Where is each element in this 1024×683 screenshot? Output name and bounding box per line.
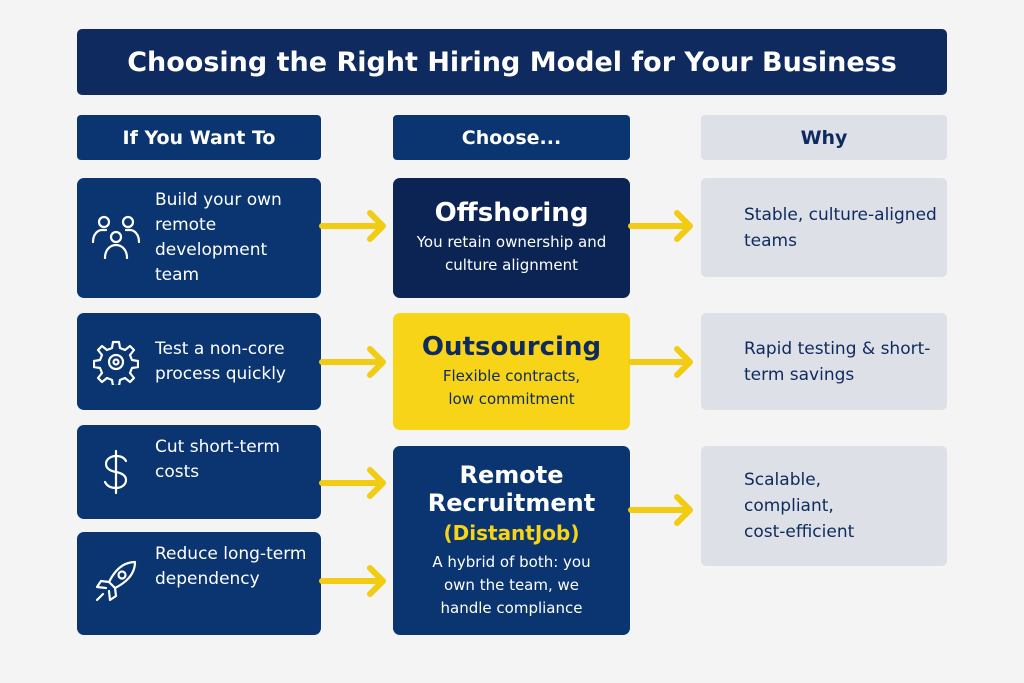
model-brand: (DistantJob) [443, 521, 580, 545]
reason-offshoring: Stable, culture-aligned teams [701, 178, 947, 277]
arrow-right-icon [319, 467, 386, 499]
model-remote-recruitment: Remote Recruitment (DistantJob) A hybrid… [393, 446, 630, 635]
goal-reduce-dependency: Reduce long-term dependency [77, 532, 321, 635]
arrow-right-icon [319, 346, 386, 378]
header-why: Why [701, 115, 947, 160]
header-if-you-want-to: If You Want To [77, 115, 321, 160]
goal-text: Build your own remote development team [155, 190, 282, 285]
page-title: Choosing the Right Hiring Model for Your… [77, 29, 947, 95]
reason-remote-recruitment: Scalable, compliant, cost-efficient [701, 446, 947, 566]
rocket-icon [77, 542, 155, 604]
goal-text: Reduce long-term dependency [155, 544, 307, 589]
model-name: Offshoring [434, 198, 589, 228]
goal-text: Test a non-core process quickly [155, 338, 286, 384]
model-name: Remote Recruitment [427, 461, 596, 517]
arrow-right-icon [628, 494, 693, 526]
header-choose: Choose... [393, 115, 630, 160]
goal-text: Cut short-term costs [155, 437, 280, 482]
model-description: You retain ownership and culture alignme… [416, 233, 607, 274]
model-offshoring: Offshoring You retain ownership and cult… [393, 178, 630, 298]
goal-test-process: Test a non-core process quickly [77, 313, 321, 410]
arrow-right-icon [628, 346, 693, 378]
goal-build-team: Build your own remote development team [77, 178, 321, 298]
gear-icon [77, 339, 155, 385]
arrow-right-icon [319, 210, 386, 242]
goal-cut-costs: Cut short-term costs [77, 425, 321, 519]
arrow-right-icon [319, 565, 386, 597]
model-outsourcing: Outsourcing Flexible contracts, low comm… [393, 313, 630, 430]
model-description: A hybrid of both: you own the team, we h… [432, 553, 591, 617]
arrow-right-icon [628, 210, 693, 242]
reason-outsourcing: Rapid testing & short-term savings [701, 313, 947, 410]
team-icon [77, 212, 155, 264]
model-description: Flexible contracts, low commitment [442, 366, 581, 408]
model-name: Outsourcing [421, 331, 602, 362]
dollar-icon [77, 435, 155, 495]
